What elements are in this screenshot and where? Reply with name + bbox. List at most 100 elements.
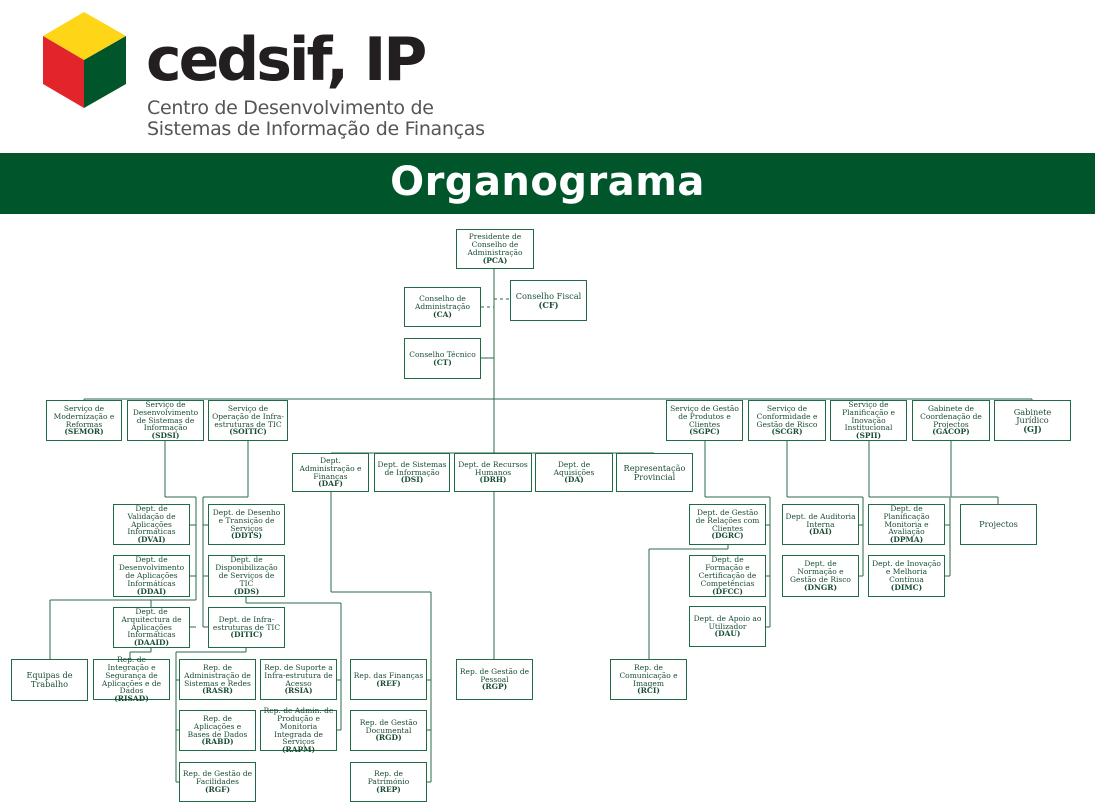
org-node-abbreviation: (REP)	[376, 784, 401, 794]
org-node-name: Dept. de Desenho e Transição de Serviços	[212, 507, 281, 533]
org-node-label: Equipas de Trabalho	[14, 671, 85, 688]
org-node-dds: Dept. de Disponibilização de Serviços de…	[208, 555, 285, 597]
org-node-ddai: Dept. de Desenvolvimento de Aplicações I…	[113, 555, 190, 597]
org-node-label: Representação Provincial	[619, 464, 690, 481]
org-node-dpma: Dept. de Planificação Monitoria e Avalia…	[868, 504, 945, 545]
org-node-gj: Gabinete Jurídico(GJ)	[994, 400, 1071, 441]
org-node-label: Dept. de Formação e Certificação de Comp…	[692, 556, 763, 595]
org-node-abbreviation: (RABD)	[201, 737, 234, 747]
org-node-name: Dept. de Inovação e Melhoria Contínua	[872, 559, 941, 584]
org-node-label: Dept. de Infra-estruturas de TIC(DITIC)	[211, 615, 282, 640]
org-node-dai: Dept. de Auditoria Interna(DAI)	[782, 504, 859, 545]
org-node-rgf: Rep. de Gestão de Facilidades(RGF)	[179, 762, 256, 802]
org-node-abbreviation: (RAPM)	[281, 745, 316, 755]
org-node-abbreviation: (GJ)	[1023, 423, 1042, 434]
org-node-abbreviation: (DIMC)	[890, 582, 923, 592]
brand-tagline-line1: Centro de Desenvolvimento de	[147, 97, 434, 119]
org-node-label: Gabinete de Coordenação de Projectos(GAC…	[915, 404, 987, 437]
org-node-label: Rep. das Finanças(REF)	[354, 671, 423, 688]
org-node-name: Rep. de Comunicação e Imagem	[619, 662, 678, 688]
org-node-name: Dept. de Arquitectura de Aplicações Info…	[121, 606, 182, 640]
org-node-name: Gabinete Jurídico	[1013, 406, 1052, 426]
org-node-label: Dept. de Gestão de Relações com Clientes…	[692, 508, 763, 541]
org-node-name: Rep. de Admin. de Produção e Monitoria I…	[263, 705, 334, 747]
org-node-abbreviation: (REF)	[376, 678, 401, 688]
org-node-sdsi: Serviço de Desenvolvimento de Sistemas d…	[127, 400, 204, 441]
org-node-dsi: Dept. de Sistemas de Informação(DSI)	[374, 453, 450, 492]
org-node-label: Dept. de Normação e Gestão de Risco(DNGR…	[785, 560, 856, 592]
org-node-abbreviation: (SGPC)	[689, 427, 720, 437]
org-node-label: Projectos	[979, 520, 1018, 529]
page-title: Organograma	[390, 159, 705, 205]
org-node-label: Rep. de Administração de Sistemas e Rede…	[182, 662, 253, 696]
org-node-label: Serviço de Gestão de Produtos e Clientes…	[669, 404, 740, 437]
org-node-ct: Conselho Técnico(CT)	[404, 338, 481, 379]
org-node-abbreviation: (DRH)	[479, 475, 507, 485]
org-node-label: Rep. de Gestão de Pessoal(RGP)	[459, 667, 530, 692]
org-node-abbreviation: (DVAI)	[137, 535, 166, 545]
org-node-name: Dept. de Validação de Aplicações Informá…	[127, 503, 176, 537]
org-node-name: Dept. de Normação e Gestão de Risco	[790, 559, 851, 584]
org-node-name: Presidente de Conselho de Administração	[467, 232, 523, 257]
org-node-dimc: Dept. de Inovação e Melhoria Contínua(DI…	[868, 555, 945, 597]
org-node-label: Rep. de Admin. de Produção e Monitoria I…	[263, 705, 334, 755]
org-node-label: Dept. de Recursos Humanos(DRH)	[457, 459, 529, 485]
org-node-label: Serviço de Conformidade e Gestão de Risc…	[751, 403, 823, 437]
org-node-label: Conselho Fiscal(CF)	[516, 292, 582, 309]
org-node-label: Dept. de Sistemas de Informação(DSI)	[377, 460, 447, 485]
org-node-rep: Rep. de Património(REP)	[350, 762, 427, 802]
org-node-label: Dept. de Validação de Aplicações Informá…	[116, 503, 187, 545]
org-node-label: Dept. de Arquitectura de Aplicações Info…	[116, 606, 187, 647]
org-node-abbreviation: (DAU)	[714, 629, 741, 639]
org-node-soitic: Serviço de Operação de Infra-estruturas …	[208, 400, 288, 441]
org-node-label: Serviço de Desenvolvimento de Sistemas d…	[130, 400, 201, 440]
org-node-name: Equipas de Trabalho	[26, 670, 73, 689]
org-node-ca: Conselho de Administração(CA)	[404, 287, 481, 327]
org-node-label: Rep. de Suporte a Infra-estrutura de Ace…	[263, 663, 334, 696]
org-node-name: Rep. de Administração de Sistemas e Rede…	[184, 662, 251, 688]
org-node-abbreviation: (DDS)	[233, 586, 260, 596]
org-node-name: Dept. de Desenvolvimento de Aplicações I…	[118, 555, 185, 588]
brand-tagline-line2: Sistemas de Informação de Finanças	[147, 118, 485, 140]
org-node-name: Representação Provincial	[623, 462, 686, 482]
org-node-abbreviation: (DDAI)	[136, 586, 167, 596]
org-node-daai: Dept. de Arquitectura de Aplicações Info…	[113, 607, 190, 648]
org-node-abbreviation: (DDTS)	[230, 531, 263, 541]
org-node-name: Projectos	[979, 519, 1018, 530]
org-node-name: Serviço de Modernização e Reformas	[53, 403, 115, 429]
org-node-abbreviation: (CT)	[433, 357, 452, 367]
org-node-label: Dept. de Auditoria Interna(DAI)	[785, 511, 856, 537]
brand-name: cedsif, IP	[146, 25, 427, 95]
org-node-label: Dept. de Apoio ao Utilizador(DAU)	[692, 613, 763, 639]
org-node-name: Dept. de Apoio ao Utilizador	[693, 613, 762, 631]
org-node-rapm: Rep. de Admin. de Produção e Monitoria I…	[260, 705, 337, 755]
org-node-rasr: Rep. de Administração de Sistemas e Rede…	[179, 659, 256, 700]
org-node-scgr: Serviço de Conformidade e Gestão de Risc…	[748, 400, 826, 441]
org-node-abbreviation: (PCA)	[482, 255, 508, 265]
org-node-label: Serviço de Modernização e Reformas(SEMOR…	[49, 403, 119, 437]
org-node-abbreviation: (RSIA)	[284, 686, 313, 696]
org-node-rsia: Rep. de Suporte a Infra-estrutura de Ace…	[260, 659, 337, 700]
org-node-ddts: Dept. de Desenho e Transição de Serviços…	[208, 504, 285, 545]
org-node-label: Rep. de Comunicação e Imagem(RCI)	[613, 662, 684, 696]
org-node-name: Dept. Administração e Finanças	[299, 455, 362, 481]
org-node-abbreviation: (CF)	[538, 299, 559, 310]
org-node-name: Dept. de Auditoria Interna	[785, 511, 856, 529]
header-logo-area: cedsif, IP Centro de Desenvolvimento de …	[0, 0, 1095, 152]
org-node-rgp: Rep. de Gestão de Pessoal(RGP)	[456, 659, 533, 700]
org-node-daf: Dept. Administração e Finanças(DAF)	[292, 453, 369, 492]
org-node-label: Serviço de Planificação e Inovação Insti…	[833, 400, 904, 440]
org-node-sgpc: Serviço de Gestão de Produtos e Clientes…	[666, 400, 743, 441]
org-node-gacop: Gabinete de Coordenação de Projectos(GAC…	[912, 400, 990, 441]
org-node-rabd: Rep. de Aplicações e Bases de Dados(RABD…	[179, 710, 256, 751]
org-node-name: Serviço de Conformidade e Gestão de Risc…	[756, 403, 818, 429]
org-node-label: Rep. de Aplicações e Bases de Dados(RABD…	[182, 714, 253, 747]
org-node-label: Dept. de Desenho e Transição de Serviços…	[211, 507, 282, 541]
org-node-name: Rep. de Património	[367, 769, 410, 787]
org-node-pca: Presidente de Conselho de Administração(…	[456, 229, 534, 269]
org-node-abbreviation: (RASR)	[202, 686, 233, 696]
org-node-ref: Rep. das Finanças(REF)	[350, 659, 427, 700]
org-node-cf: Conselho Fiscal(CF)	[510, 280, 587, 321]
org-node-name: Dept. de Recursos Humanos	[458, 459, 528, 477]
org-node-abbreviation: (DNGR)	[803, 582, 838, 592]
